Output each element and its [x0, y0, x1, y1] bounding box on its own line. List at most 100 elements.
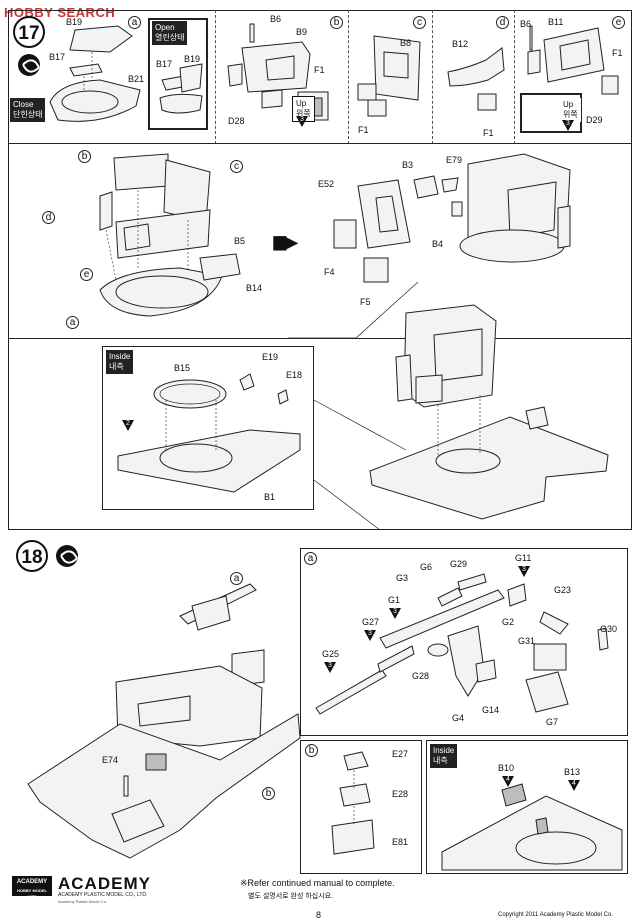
step-marker-number: 3 — [328, 662, 332, 669]
part-label: G11 — [515, 553, 532, 563]
academy-wordmark: ACADEMY — [58, 874, 151, 893]
assembly-b-drawing — [227, 23, 329, 121]
step-marker-number: 4 — [572, 780, 576, 787]
company-address: Academy Plastic Model Co. — [58, 899, 107, 904]
part-label: B21 — [128, 74, 145, 84]
turret-sub-assembly-right — [333, 153, 571, 283]
part-label: G3 — [396, 573, 409, 583]
assembly-d-drawing — [447, 47, 505, 111]
part-label: G27 — [362, 617, 380, 627]
part-label: B6 — [520, 19, 532, 29]
step-marker-icon: 3 — [364, 630, 376, 641]
inside-hull-drawing — [117, 373, 301, 493]
part-label: B1 — [264, 492, 276, 502]
page-number: 8 — [316, 910, 322, 920]
part-label: F1 — [314, 65, 325, 75]
part-label: B6 — [270, 14, 282, 24]
academy-logo: ACADEMY HOBBY MODEL KITS — [12, 876, 52, 899]
divider — [514, 10, 515, 144]
part-label: B15 — [174, 363, 191, 373]
step-marker-number: 3 — [566, 120, 570, 127]
sub-d-callout: d — [42, 211, 55, 224]
part-label: G31 — [518, 636, 536, 646]
step-marker-icon: 4 — [568, 780, 580, 791]
step17-row2 — [8, 143, 632, 339]
step-marker-icon: 3 — [324, 662, 336, 673]
up-direction-tag: Up 위쪽 — [560, 98, 581, 122]
hull-turret-assembly — [369, 304, 609, 520]
step-marker-number: 3 — [300, 116, 304, 123]
part-label: D29 — [586, 115, 603, 125]
part-label: B4 — [432, 239, 444, 249]
sub-e-callout: e — [80, 268, 93, 281]
part-label: B11 — [548, 17, 564, 27]
assembly-c-drawing — [357, 35, 421, 117]
hull-gun-assembly — [27, 583, 301, 859]
part-label: B3 — [402, 160, 414, 170]
turret-sub-assembly-left — [99, 153, 241, 317]
step-17-number: 17 — [13, 16, 45, 48]
part-label: B5 — [234, 236, 246, 246]
sub-a-callout: a — [230, 572, 243, 585]
step-marker-number: 3 — [393, 608, 397, 615]
step-marker-number: 3 — [368, 630, 372, 637]
part-label: G29 — [450, 559, 468, 569]
open-state-tag: Open 열린상태 — [152, 21, 188, 45]
copyright: Copyright 2011 Academy Plastic Model Co. — [498, 912, 613, 918]
part-label: G30 — [600, 624, 618, 634]
sub-d-label: d — [496, 16, 509, 29]
part-label: G1 — [388, 595, 401, 605]
step-marker-number: 2 — [126, 420, 130, 427]
step-18-number: 18 — [16, 540, 48, 572]
step-marker-number: 4 — [506, 776, 510, 783]
sub-b-label: b — [305, 744, 318, 757]
arrow-right-icon: ▮▮▶ — [272, 232, 298, 252]
step-marker-icon: 4 — [502, 776, 514, 787]
part-label: B10 — [498, 763, 515, 773]
cement-icon — [18, 54, 40, 76]
close-state-tag: Close 단힌상태 — [10, 98, 46, 122]
sub-a-label: a — [128, 16, 141, 29]
academy-logo-text: ACADEMY — [16, 879, 48, 885]
part-label: G23 — [554, 585, 572, 595]
open-hatch-drawing — [159, 63, 203, 114]
continued-note: ※Refer continued manual to complete. — [240, 878, 395, 888]
step-marker-icon: 3 — [296, 116, 308, 127]
part-label: B17 — [156, 59, 173, 69]
part-label: F1 — [483, 128, 494, 138]
part-label: G7 — [546, 717, 559, 727]
part-label: B19 — [66, 17, 83, 27]
part-label: B14 — [246, 283, 263, 293]
sub-e-label: e — [612, 16, 625, 29]
sub-b-callout: b — [262, 787, 275, 800]
part-label: F5 — [360, 297, 371, 307]
step17-row3 — [8, 338, 632, 530]
sub-a-label: a — [304, 552, 317, 565]
part-label: E52 — [318, 179, 335, 189]
mount-parts-drawing — [331, 751, 375, 855]
inside-hull-inset — [102, 346, 314, 510]
academy-logo-subtext: HOBBY MODEL KITS — [17, 888, 47, 899]
company-name: ACADEMY PLASTIC MODEL CO., LTD. — [58, 892, 148, 898]
part-label: E18 — [286, 370, 303, 380]
hatch-assembly-a — [49, 25, 141, 122]
inside-turret-drawing — [441, 783, 623, 871]
assembly-e-drawing — [527, 25, 619, 95]
step-marker-icon: 2 — [122, 420, 134, 431]
part-label: E27 — [392, 749, 409, 759]
part-label: E74 — [102, 755, 119, 765]
inside-tag: Inside 내측 — [106, 350, 134, 374]
divider — [348, 10, 349, 144]
step-marker-icon: 3 — [518, 566, 530, 577]
part-label: B8 — [400, 38, 412, 48]
part-label: B12 — [452, 39, 469, 49]
part-label: G28 — [412, 671, 430, 681]
sub-c-label: c — [413, 16, 426, 29]
inside-tag: Inside 내측 — [430, 744, 458, 768]
part-label: F1 — [358, 125, 369, 135]
gun-parts-drawing — [315, 573, 609, 715]
part-label: E79 — [446, 155, 463, 165]
sub-a-callout: a — [66, 316, 79, 329]
divider — [432, 10, 433, 144]
